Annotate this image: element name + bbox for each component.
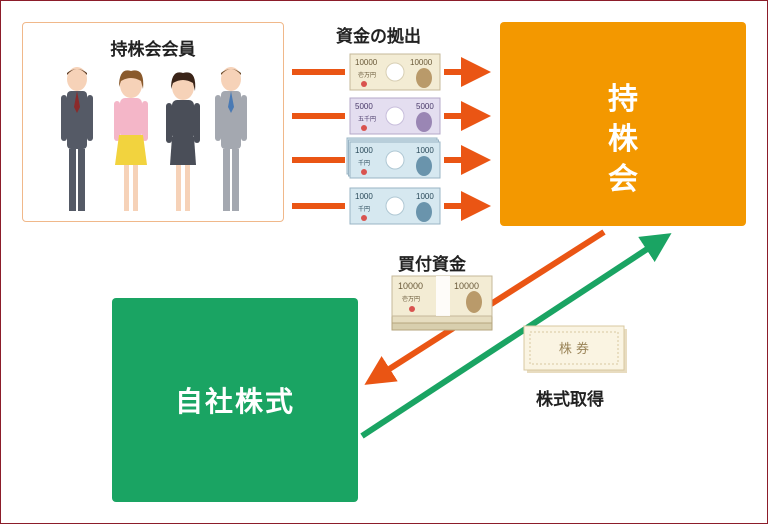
note-kanji-2: 五千円 (358, 115, 376, 123)
note-denom-4-left: 1000 (355, 192, 373, 201)
note-denom-1-right: 10000 (410, 58, 433, 67)
association-char-2: 株 (608, 122, 638, 157)
bundle-denom-left: 10000 (398, 281, 423, 291)
association-box: 持 株 会 (500, 22, 746, 226)
buy-funds-label: 買付資金 (398, 255, 466, 275)
note-kanji-4: 千円 (358, 205, 370, 213)
treasury-stock-box: 自社株式 (112, 298, 358, 502)
stock-certificate-icon: 株 券 (523, 325, 627, 373)
note-denom-4-right: 1000 (416, 192, 434, 201)
banknote-5000-icon: 5000 5000 五千円 (349, 97, 441, 135)
note-kanji-1: 壱万円 (358, 71, 376, 79)
capital-contribution-label: 資金の拠出 (336, 27, 421, 47)
members-illustration (61, 67, 247, 211)
note-kanji-3: 千円 (358, 159, 370, 167)
note-denom-3-right: 1000 (416, 146, 434, 155)
person-woman-pink-icon (114, 70, 148, 211)
banknote-10000-icon: 10000 10000 壱万円 (349, 53, 441, 91)
bundle-denom-right: 10000 (454, 281, 479, 291)
note-denom-2-left: 5000 (355, 102, 373, 111)
association-char-1: 持 (608, 82, 638, 117)
note-denom-1-left: 10000 (355, 58, 378, 67)
acquire-arrow (360, 233, 672, 439)
association-title: 持 株 会 (500, 80, 746, 200)
note-denom-2-right: 5000 (416, 102, 434, 111)
members-title: 持株会会員 (110, 40, 196, 60)
money-bundle-icon: 10000 10000 壱万円 (391, 275, 493, 331)
treasury-stock-title: 自社株式 (174, 385, 295, 418)
members-box: 持株会会員 (22, 22, 284, 222)
banknote-1000-stack-icon: 1000 1000 千円 (346, 137, 441, 179)
bundle-kanji: 壱万円 (402, 295, 420, 303)
share-acquisition-label: 株式取得 (536, 390, 604, 410)
certificate-text: 株 券 (559, 341, 589, 357)
banknote-1000-icon: 1000 1000 千円 (349, 187, 441, 225)
note-denom-3-left: 1000 (355, 146, 373, 155)
person-man-gray-suit-icon (215, 67, 247, 211)
person-man-dark-suit-icon (61, 67, 93, 211)
association-char-3: 会 (608, 162, 638, 197)
person-woman-dark-icon (166, 72, 200, 211)
